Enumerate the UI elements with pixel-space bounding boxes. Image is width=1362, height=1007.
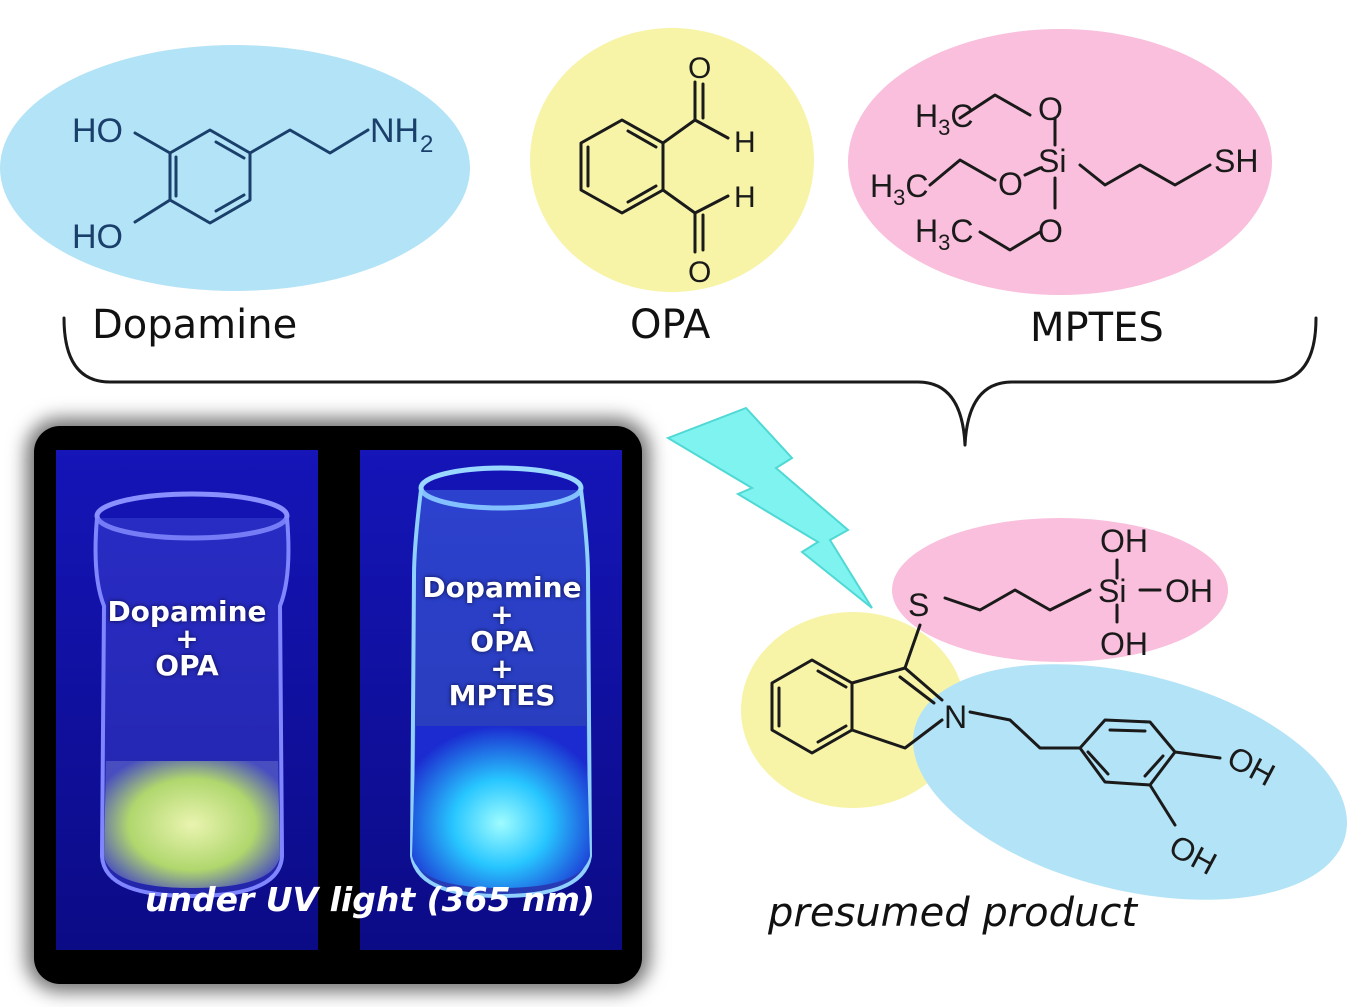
mptes-h3c-3: H3C — [915, 213, 973, 255]
opa-ellipse — [530, 28, 814, 292]
mptes-o-3: O — [1038, 213, 1063, 249]
mptes-structure: H3C O H3C O Si H3C O SH — [870, 91, 1258, 255]
product-n: N — [944, 699, 967, 735]
dopamine-label: Dopamine — [92, 302, 298, 348]
product-label: presumed product — [768, 890, 1138, 936]
product-oh-bottom: OH — [1100, 626, 1148, 662]
uv-caption: under UV light (365 nm) — [145, 880, 595, 919]
mptes-o-2: O — [998, 166, 1023, 202]
uv-photo-scene — [56, 450, 622, 950]
product-oh-top: OH — [1100, 523, 1148, 559]
dopamine-ho-top: HO — [72, 112, 123, 150]
product-si: Si — [1098, 573, 1126, 609]
dopamine-nh: NH — [370, 112, 419, 150]
opa-h-top: H — [734, 126, 756, 159]
product-s: S — [908, 587, 929, 623]
lightning-bolt — [665, 406, 873, 609]
mptes-ellipse — [848, 29, 1272, 295]
opa-o-top: O — [688, 52, 711, 85]
mptes-sh: SH — [1214, 143, 1258, 179]
curly-brace — [62, 316, 1318, 447]
product-pink-ellipse — [892, 518, 1228, 662]
uv-photo: Dopamine + OPA Dopamine + OPA + MPTES — [34, 426, 642, 984]
dopamine-structure: HO HO NH 2 — [72, 112, 433, 256]
product-blue-ellipse — [913, 664, 1347, 900]
dopamine-ellipse — [0, 45, 470, 291]
vial-left — [93, 491, 291, 899]
mptes-o-1: O — [1038, 91, 1063, 127]
mptes-h3c-1: H3C — [915, 98, 973, 140]
mptes-si: Si — [1038, 143, 1066, 179]
opa-structure: O H H O — [579, 52, 756, 289]
dopamine-nh-sub: 2 — [420, 131, 433, 158]
dopamine-ho-bottom: HO — [72, 218, 123, 256]
vial-right-label: Dopamine + OPA + MPTES — [422, 571, 582, 712]
opa-o-bottom: O — [688, 256, 711, 289]
product-oh-right: OH — [1165, 573, 1213, 609]
mptes-h3c-2: H3C — [870, 168, 928, 210]
opa-label: OPA — [630, 302, 711, 348]
vial-left-label: Dopamine + OPA — [107, 595, 267, 682]
mptes-label: MPTES — [1030, 305, 1164, 351]
opa-h-bottom: H — [734, 181, 756, 214]
vial-right — [409, 465, 593, 899]
